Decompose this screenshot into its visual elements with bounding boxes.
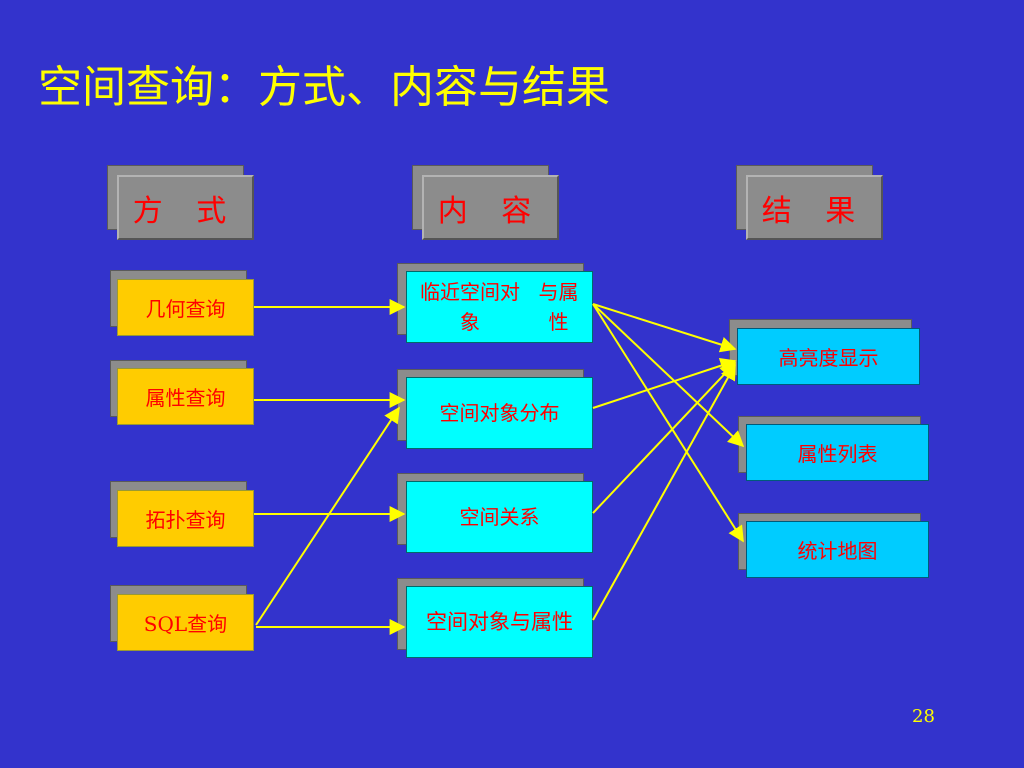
method-attribute-query: 属性查询 bbox=[117, 368, 254, 425]
content-object-distribution: 空间对象分布 bbox=[406, 377, 593, 449]
result-attribute-list: 属性列表 bbox=[746, 424, 929, 481]
slide-title: 空间查询：方式、内容与结果 bbox=[38, 62, 610, 113]
content-nearby-line1: 临近空间对象 bbox=[420, 280, 520, 334]
arrow-nearby-to-attribute-list bbox=[592, 303, 745, 448]
arrow-distribution-to-highlight bbox=[592, 357, 737, 409]
page-number: 28 bbox=[912, 706, 935, 727]
content-nearby-line2: 与属性 bbox=[538, 280, 579, 334]
content-nearby-objects-attributes: 临近空间对象与属性 bbox=[406, 271, 593, 343]
content-spatial-relation: 空间关系 bbox=[406, 481, 593, 553]
method-sql-query: SQL查询 bbox=[117, 594, 254, 651]
method-geometric-query: 几何查询 bbox=[117, 279, 254, 336]
arrow-objects-attributes-to-highlight bbox=[592, 363, 736, 621]
method-topology-query: 拓扑查询 bbox=[117, 490, 254, 547]
arrow-nearby-to-statistical-map bbox=[592, 303, 744, 543]
arrow-nearby-to-highlight bbox=[592, 303, 737, 353]
header-content: 内 容 bbox=[422, 175, 559, 240]
result-highlight-display: 高亮度显示 bbox=[737, 328, 920, 385]
content-objects-and-attributes: 空间对象与属性 bbox=[406, 586, 593, 658]
arrow-relation-to-highlight bbox=[592, 361, 737, 514]
header-result: 结 果 bbox=[746, 175, 883, 240]
header-method: 方 式 bbox=[117, 175, 254, 240]
result-statistical-map: 统计地图 bbox=[746, 521, 929, 578]
arrow-sql-to-distribution bbox=[255, 406, 400, 626]
